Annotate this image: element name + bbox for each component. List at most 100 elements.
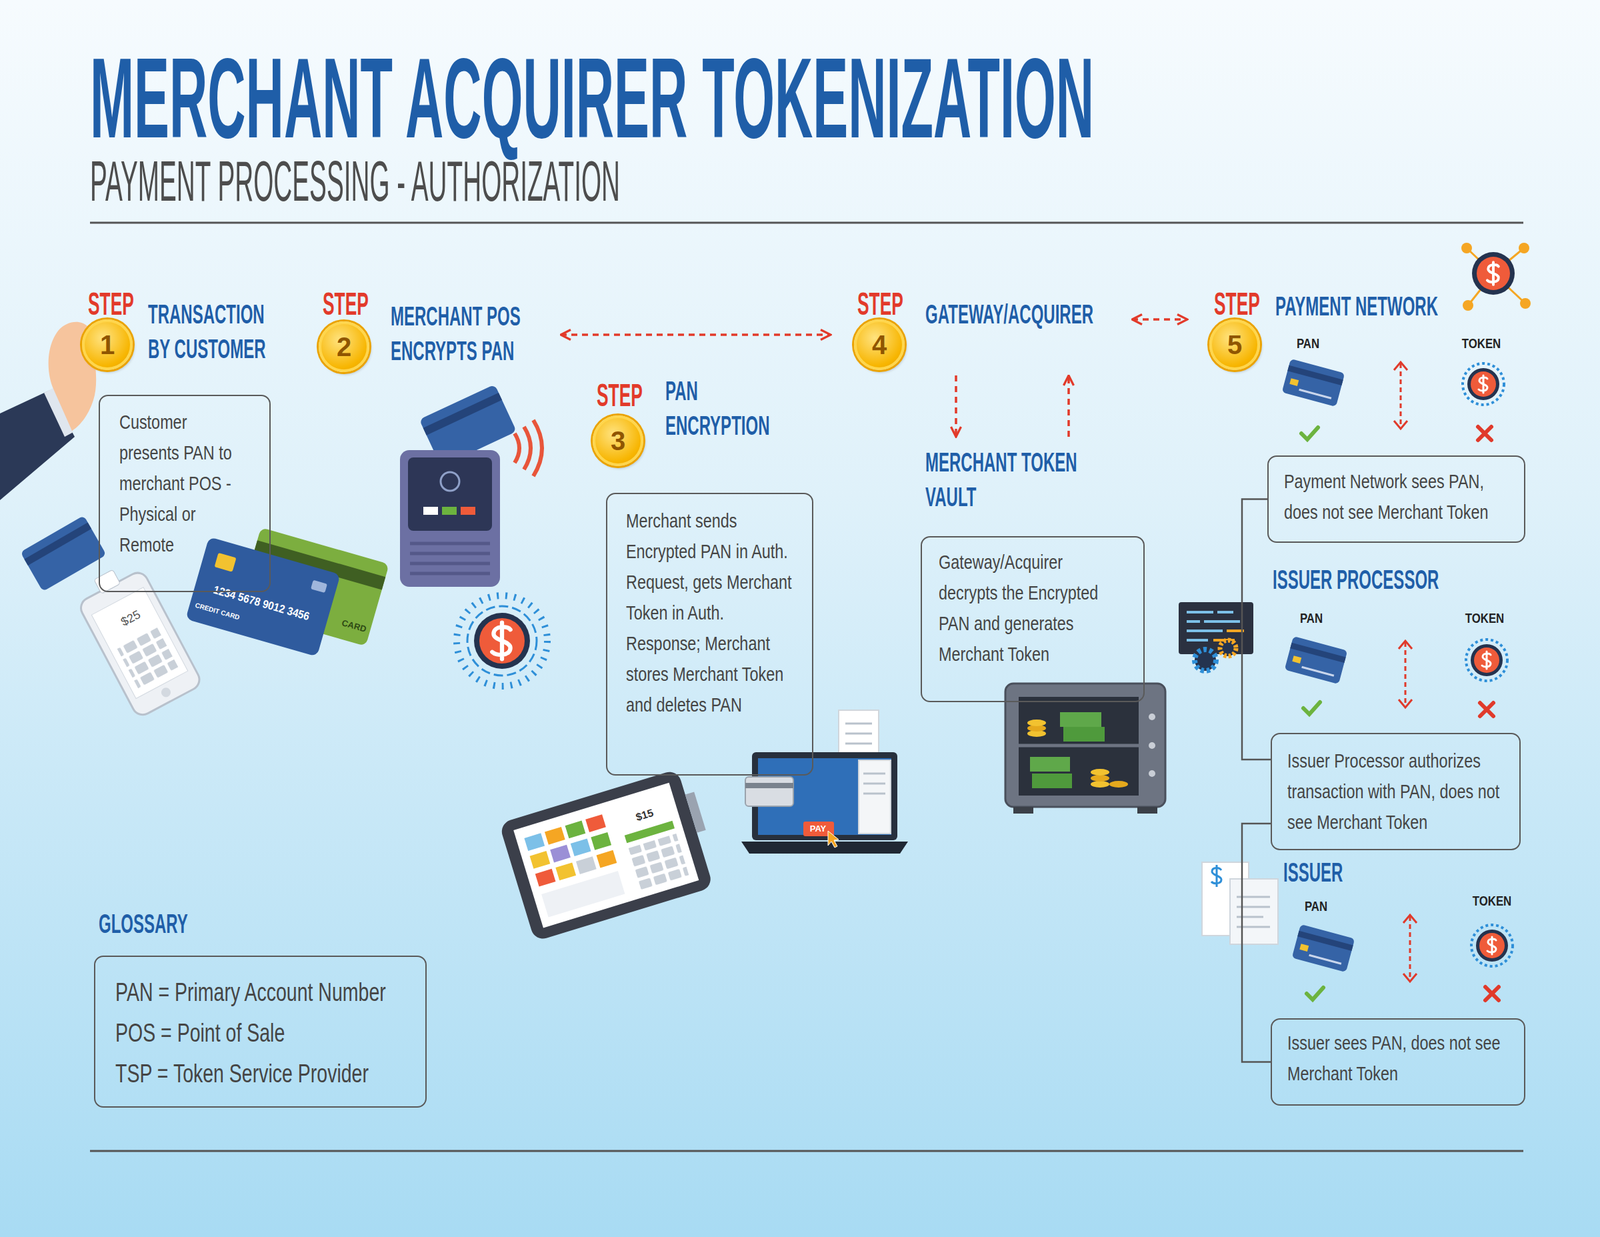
section-heading: ISSUER (1283, 854, 1343, 890)
rule-line (90, 1150, 1524, 1152)
step-title: GATEWAY/ACQUIRER (925, 296, 1119, 332)
step-title: PAYMENT NETWORK (1275, 288, 1462, 324)
network-icon (1520, 298, 1531, 309)
computer-icon (1220, 640, 1236, 656)
safe-vault (1018, 696, 1139, 796)
credit-card (310, 580, 328, 594)
safe-vault (1090, 768, 1110, 776)
safe-vault (1090, 774, 1110, 782)
network-icon (1466, 248, 1526, 306)
safe-vault (1032, 773, 1072, 788)
tablet-pos (498, 766, 722, 942)
phone-card-reader (116, 626, 179, 690)
bracket-line (1242, 499, 1271, 760)
rule-line (90, 222, 1524, 1151)
glossary-entry: PAN = Primary Account Number (115, 972, 402, 1013)
tablet-pos (590, 832, 612, 850)
box-text: Customer presents PAN to merchant POS - … (119, 406, 250, 560)
network-icon (1462, 300, 1474, 311)
network-icon (1461, 242, 1472, 254)
step-number: 3 (592, 415, 644, 466)
computer-icon (1194, 649, 1216, 671)
safe-vault (1018, 744, 1139, 748)
network-icon (1487, 262, 1499, 285)
pos-terminal (408, 457, 492, 531)
laptop-checkout (845, 723, 872, 754)
section-heading: ISSUER PROCESSOR (1272, 562, 1439, 597)
step-number: 5 (1209, 319, 1260, 370)
tablet-pos (513, 782, 699, 928)
small-card (20, 515, 106, 592)
dollar-icon (479, 618, 525, 664)
box-text: Payment Network sees PAN, does not see M… (1284, 466, 1508, 528)
tablet-pos (565, 820, 586, 839)
headed-box: GLOSSARYPAN = Primary Account NumberPOS … (94, 906, 427, 1108)
step-header: STEP2MERCHANT POS ENCRYPTS PAN (322, 288, 544, 372)
tablet-pos (628, 833, 690, 890)
step-label: STEP (596, 379, 643, 412)
safe-vault (1137, 806, 1158, 814)
pos-terminal (423, 506, 438, 515)
dashed-arrow (954, 375, 958, 437)
credit-card (185, 536, 340, 657)
laptop-checkout (745, 776, 794, 806)
credit-card (214, 552, 237, 572)
title: MERCHANT ACQUIRER TOKENIZATION (90, 41, 1094, 155)
pan-token-row (1403, 914, 1417, 982)
box-text: Issuer sees PAN, does not see Merchant T… (1287, 1027, 1508, 1089)
step-title: TRANSACTION BY CUSTOMER (148, 296, 282, 366)
icon-caption: PAN (1304, 897, 1328, 914)
dollar-icon (492, 622, 510, 660)
dashed-arrow (1067, 375, 1070, 437)
pan-token-row (1462, 363, 1504, 405)
step-label: STEP (88, 288, 134, 320)
dashed-double-arrow (1132, 318, 1188, 321)
pan-token-row (1306, 987, 1324, 1000)
screen-amount: $15 (634, 806, 655, 824)
network-icon (1487, 262, 1499, 285)
step-title: MERCHANT POS ENCRYPTS PAN (390, 298, 544, 368)
network-icon (1518, 242, 1530, 254)
pan-token-row (1282, 358, 1346, 407)
subtitle: PAYMENT PROCESSING - AUTHORIZATION (90, 152, 620, 210)
pos-terminal (514, 420, 542, 476)
phone-card-reader (94, 569, 121, 594)
step-header: STEP5PAYMENT NETWORK (1214, 288, 1462, 370)
safe-vault (1148, 713, 1156, 720)
receipt-icon (1211, 864, 1222, 887)
pan-token-row (1485, 986, 1499, 1000)
headed-box: MERCHANT TOKEN VAULTGateway/Acquirer dec… (920, 444, 1145, 702)
pay-button-text: PAY (810, 823, 827, 834)
safe-vault (1027, 719, 1046, 726)
pan-token-row (1398, 640, 1412, 708)
safe-vault (1060, 712, 1102, 727)
dollar-icon (467, 606, 537, 676)
pos-terminal (460, 506, 476, 515)
tablet-pos (524, 832, 545, 851)
icon-caption: PAN (1300, 609, 1323, 626)
tablet-pos (576, 856, 597, 874)
laptop-checkout (858, 760, 891, 834)
dollar-icon (456, 595, 548, 686)
step-label: STEP (322, 288, 369, 320)
pan-token-row (1478, 426, 1492, 440)
small-card (24, 522, 92, 566)
tablet-pos (498, 768, 714, 942)
body-text: Gateway/Acquirer decrypts the Encrypted … (938, 546, 1124, 670)
step-number: 4 (854, 319, 905, 370)
laptop-checkout (741, 710, 908, 854)
computer-icon (1186, 612, 1240, 640)
icon-caption: TOKEN (1462, 334, 1502, 352)
info-box: Customer presents PAN to merchant POS - … (98, 394, 271, 592)
step-number: 1 (82, 319, 133, 370)
pan-token-row (1303, 702, 1320, 714)
card-text: CARD (340, 617, 368, 635)
pos-terminal (442, 506, 457, 515)
tablet-pos (570, 838, 592, 856)
icon-caption: TOKEN (1472, 892, 1512, 909)
phone-card-reader (71, 557, 204, 718)
safe-vault (1109, 780, 1128, 788)
safe-vault (1148, 770, 1156, 777)
step-header: STEP1TRANSACTION BY CUSTOMER (88, 288, 282, 370)
